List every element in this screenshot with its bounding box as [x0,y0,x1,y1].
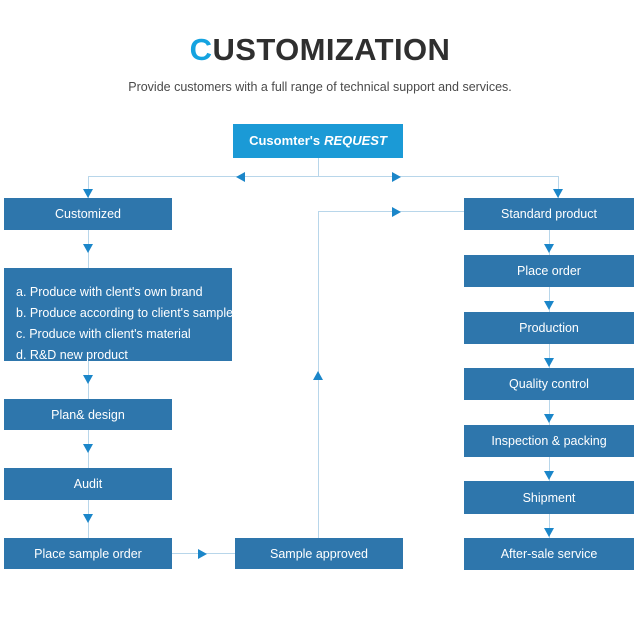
node-plan-design[interactable]: Plan& design [4,399,172,430]
node-place-order-label: Place order [517,264,581,278]
node-shipment-label: Shipment [522,490,576,505]
node-quality-control[interactable]: Quality control [464,368,634,400]
connector-root-down [318,158,319,176]
node-sample-approved[interactable]: Sample approved [235,538,403,569]
arrow-audit-to-sample-order-icon [83,514,93,523]
splitter-arrow-right-icon [392,172,401,182]
node-customer-request-label-italic: REQUEST [324,133,387,148]
arrow-shipment-to-after-sale-icon [544,528,554,537]
arrow-quality-to-inspection-icon [544,414,554,423]
title-rest: USTOMIZATION [212,32,451,67]
arrow-sample-order-to-approved-icon [198,549,207,559]
arrow-options-to-plan-icon [83,375,93,384]
node-standard-product[interactable]: Standard product [464,198,634,230]
node-after-sale-service-label: After-sale service [500,547,598,561]
node-audit[interactable]: Audit [4,468,172,500]
connector-splitter-to-standard [558,176,559,198]
list-item: a. Produce with clent's own brand [16,285,203,299]
page-subtitle: Provide customers with a full range of t… [128,80,512,94]
arrow-plan-to-audit-icon [83,444,93,453]
connector-splitter [88,176,558,177]
list-item: b. Produce according to client's sample [16,306,234,320]
arrow-inspection-to-shipment-icon [544,471,554,480]
page-header: CUSTOMIZATION Provide customers with a f… [0,30,640,96]
node-place-sample-order-label: Place sample order [34,546,142,561]
node-plan-design-label: Plan& design [51,407,125,422]
connector-splitter-to-customized [88,176,89,198]
node-inspection-packing[interactable]: Inspection & packing [464,425,634,457]
node-place-order[interactable]: Place order [464,255,634,287]
connector-approved-to-standard [318,211,464,212]
arrow-customized-to-options-icon [83,244,93,253]
arrow-approved-to-standard-icon [392,207,401,217]
node-customized-label: Customized [55,207,121,221]
arrow-standard-to-place-order-icon [544,244,554,253]
node-after-sale-service[interactable]: After-sale service [464,538,634,570]
arrow-production-to-quality-icon [544,358,554,367]
node-customized[interactable]: Customized [4,198,172,230]
title-lead-letter: C [189,32,213,67]
node-place-sample-order[interactable]: Place sample order [4,538,172,569]
page-title: CUSTOMIZATION [0,30,640,70]
node-standard-product-label: Standard product [501,207,597,221]
arrow-approved-up-icon [313,371,323,380]
node-inspection-packing-label: Inspection & packing [491,434,607,448]
node-audit-label: Audit [73,477,103,491]
arrow-place-order-to-production-icon [544,301,554,310]
node-customer-request-label-bold: Cusomter's [249,133,321,148]
list-item: c. Produce with client's material [16,327,191,341]
arrow-to-customized-icon [83,189,93,198]
node-sample-approved-label: Sample approved [270,546,368,561]
list-item: d. R&D new product [16,348,128,362]
node-customized-options[interactable]: a. Produce with clent's own brand b. Pro… [4,268,234,362]
node-quality-control-label: Quality control [509,377,589,391]
node-production[interactable]: Production [464,312,634,344]
arrow-to-standard-icon [553,189,563,198]
node-production-label: Production [519,321,579,335]
node-shipment[interactable]: Shipment [464,481,634,514]
splitter-arrow-left-icon [236,172,245,182]
